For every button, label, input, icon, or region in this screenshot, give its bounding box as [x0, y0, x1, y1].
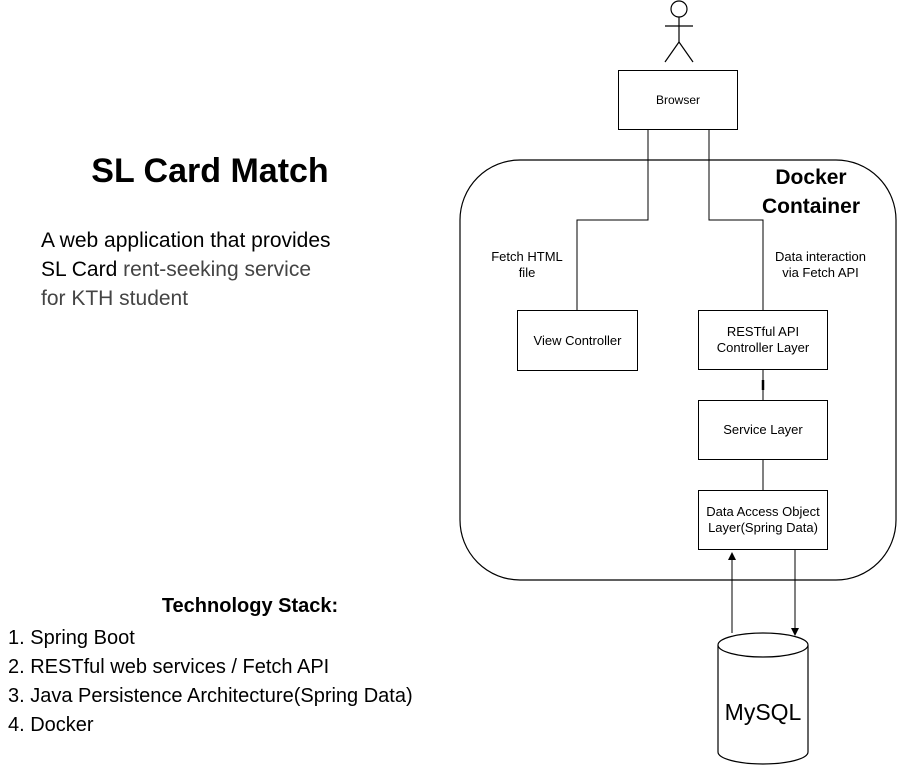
description-line-3: for KTH student	[41, 287, 189, 310]
mysql-database-cylinder	[717, 632, 809, 765]
tech-stack-item: 2. RESTful web services / Fetch API	[8, 656, 330, 678]
page-title: SL Card Match	[91, 152, 329, 190]
dao-layer-box: Data Access Object Layer(Spring Data)	[698, 490, 828, 550]
dao-label-2: Layer(Spring Data)	[708, 520, 818, 535]
description-line-1: A web application that provides	[41, 229, 331, 252]
rest-controller-label-2: Controller Layer	[716, 340, 810, 355]
view-controller-box: View Controller	[517, 310, 638, 371]
fetch-html-label-2: file	[518, 265, 536, 280]
tech-stack-list: 1. Spring Boot 2. RESTful web services /…	[8, 624, 413, 740]
container-title-line-2: Container	[761, 195, 860, 218]
app-description: A web application that provides SL Card …	[41, 226, 331, 313]
docker-container	[459, 159, 897, 581]
dao-label-1: Data Access Object	[706, 504, 820, 519]
data-interaction-label-2: via Fetch API	[782, 265, 859, 280]
description-line-2: SL Card rent-seeking service	[41, 255, 331, 284]
tech-stack-item: 4. Docker	[8, 714, 94, 736]
browser-to-view-connector	[576, 130, 649, 310]
browser-to-rest-connector	[708, 130, 764, 310]
rest-controller-box: RESTful API Controller Layer	[698, 310, 828, 370]
user-actor-icon	[664, 0, 694, 63]
description-rent-seeking: rent-seeking service	[117, 258, 312, 281]
fetch-html-label-1: Fetch HTML	[491, 249, 563, 264]
fetch-html-label: Fetch HTML file	[477, 249, 577, 281]
mysql-label: MySQL	[724, 699, 802, 725]
tech-stack-item: 3. Java Persistence Architecture(Spring …	[8, 685, 413, 707]
description-sl-card: SL Card	[41, 258, 118, 281]
data-interaction-label-1: Data interaction	[774, 249, 867, 264]
tech-stack-item: 1. Spring Boot	[8, 627, 135, 649]
tech-stack-heading: Technology Stack:	[161, 595, 339, 617]
docker-container-title: Docker Container	[736, 163, 886, 221]
data-interaction-label: Data interaction via Fetch API	[763, 249, 878, 281]
container-title-line-1: Docker	[775, 166, 847, 189]
rest-controller-label-1: RESTful API	[726, 324, 800, 339]
browser-box: Browser	[618, 70, 738, 130]
service-layer-box: Service Layer	[698, 400, 828, 460]
